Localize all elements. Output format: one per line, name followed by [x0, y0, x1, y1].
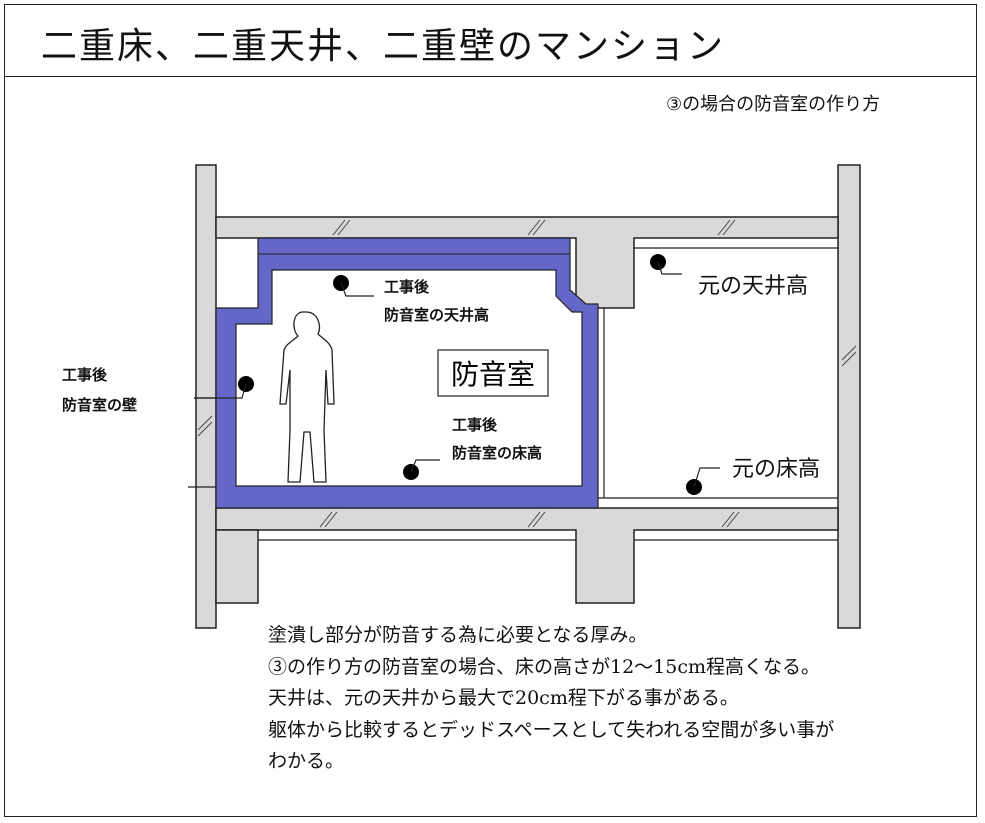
description-line: 塗潰し部分が防音する為に必要となる厚み。	[268, 624, 648, 646]
subtitle: ③の場合の防音室の作り方	[666, 94, 881, 115]
description-line: 躯体から比較するとデッドスペースとして失われる空間が多い事が	[268, 718, 835, 741]
wall-after-label-1: 工事後	[62, 366, 108, 384]
title-bar: 二重床、二重天井、二重壁のマンション	[5, 5, 976, 77]
person-silhouette-icon	[279, 311, 335, 483]
right-wall	[837, 164, 861, 629]
wall-after-label-2: 防音室の壁	[62, 396, 137, 414]
page-title: 二重床、二重天井、二重壁のマンション	[41, 26, 726, 67]
ceiling-after-label-2: 防音室の天井高	[384, 306, 489, 324]
floor-slab	[215, 507, 839, 604]
floor-after-label-2: 防音室の床高	[452, 444, 542, 462]
floor-after-label-1: 工事後	[452, 416, 498, 434]
original-floor-label: 元の床高	[732, 457, 820, 482]
ceiling-after-label-1: 工事後	[384, 278, 430, 296]
diagram-frame: 二重床、二重天井、二重壁のマンション	[4, 4, 977, 817]
left-wall	[195, 164, 217, 629]
soundproof-layer	[215, 237, 599, 509]
description-line: わかる。	[268, 750, 345, 772]
description-line: 天井は、元の天井から最大で20cm程下がる事がある。	[268, 687, 739, 709]
leader-lines	[194, 261, 720, 488]
hatch-marks	[197, 219, 857, 528]
original-ceiling-label: 元の天井高	[698, 274, 808, 299]
lower-left-beam	[215, 529, 259, 604]
description-line: ③の作り方の防音室の場合、床の高さが12～15cm程高くなる。	[268, 655, 821, 678]
room-label-box	[437, 349, 549, 397]
room-label: 防音室	[451, 358, 535, 391]
description: 塗潰し部分が防音する為に必要となる厚み。 ③の作り方の防音室の場合、床の高さが1…	[268, 620, 968, 778]
original-lines	[188, 247, 838, 541]
